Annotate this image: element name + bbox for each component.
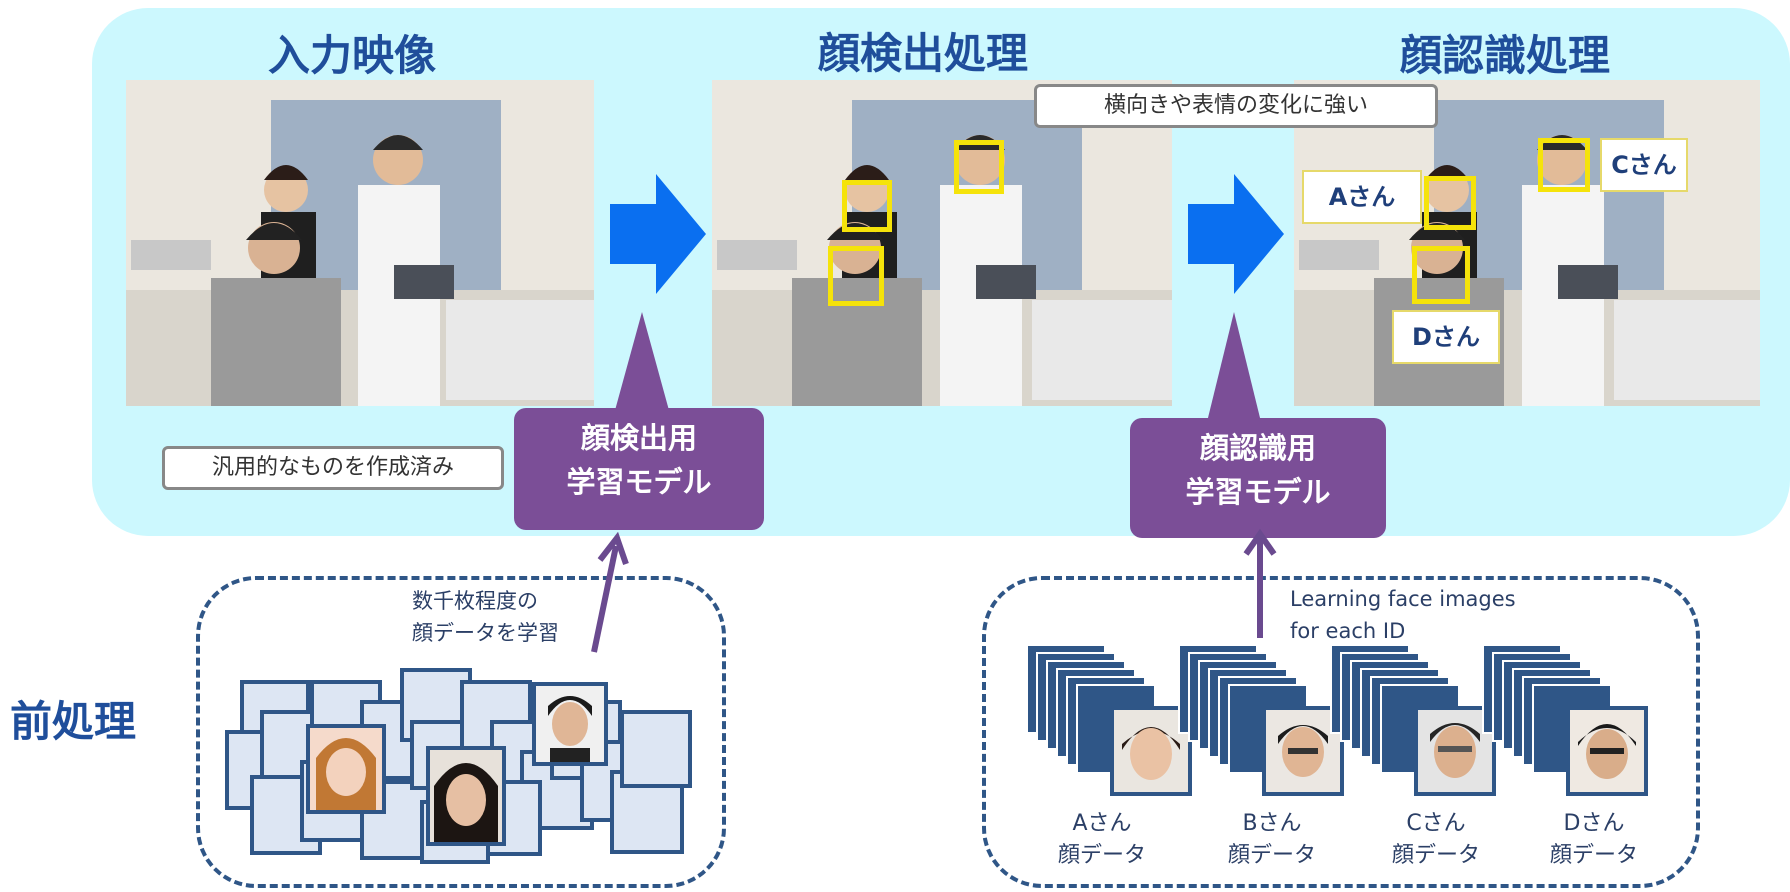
right-caption-line1: Learning face images [1290, 587, 1516, 611]
arrow-right-data-to-model [1243, 528, 1277, 638]
id-c-name: Cさん [1406, 811, 1466, 836]
right-caption-line2: for each ID [1290, 619, 1406, 643]
scene-input-image [126, 80, 594, 406]
collage-card [620, 710, 692, 788]
id-label-a: Aさん 顔データ [1052, 808, 1152, 872]
model-recog-line2: 学習モデル [1185, 475, 1331, 509]
id-b-name: Bさん [1242, 811, 1302, 836]
id-a-data: 顔データ [1057, 843, 1146, 868]
id-c-data: 顔データ [1391, 843, 1480, 868]
scene-recognition-image [1294, 80, 1760, 406]
id-b-data: 顔データ [1227, 843, 1316, 868]
left-caption-line1: 数千枚程度の [412, 589, 538, 613]
face-data-collage [220, 660, 700, 872]
model-face-recognition: 顔認識用 学習モデル [1130, 418, 1386, 538]
arrow-input-to-detect [610, 174, 706, 294]
title-face-recognition: 顔認識処理 [1400, 31, 1611, 80]
face-d-thumb [1566, 706, 1648, 796]
face-box-nurse-recog [1424, 176, 1476, 230]
model-recog-line1: 顔認識用 [1199, 431, 1316, 465]
arrow-detect-to-recog [1188, 174, 1284, 294]
face-box-doctor-detect [954, 140, 1004, 194]
name-tag-d: Dさん [1392, 310, 1500, 364]
preprocess-detect-box [196, 576, 726, 888]
model-detect-line2: 学習モデル [566, 465, 712, 499]
id-face-stacks [1026, 644, 1686, 804]
collage-face-smiling [426, 746, 506, 846]
arrow-left-data-to-model [591, 532, 629, 653]
left-caption-line2: 顔データを学習 [412, 621, 559, 645]
id-label-c: Cさん 顔データ [1386, 808, 1486, 872]
face-box-patient-detect [828, 246, 884, 306]
preprocess-recog-box [982, 576, 1700, 888]
face-a-thumb [1110, 706, 1192, 796]
model-face-detection: 顔検出用 学習モデル [514, 408, 764, 530]
collage-face-woman [306, 724, 386, 814]
id-d-name: Dさん [1563, 811, 1625, 836]
title-face-detection: 顔検出処理 [818, 29, 1029, 78]
title-preprocess: 前処理 [10, 697, 137, 746]
id-a-name: Aさん [1072, 811, 1132, 836]
model-detect-line1: 顔検出用 [580, 421, 697, 455]
pointer-recog-model [1206, 312, 1262, 426]
pointer-detect-model [614, 312, 670, 414]
face-box-patient-recog [1412, 246, 1470, 304]
face-c-thumb [1414, 706, 1496, 796]
id-label-d: Dさん 顔データ [1544, 808, 1644, 872]
collage-face-man [532, 682, 608, 766]
name-tag-c: Cさん [1600, 138, 1688, 192]
name-tag-a: Aさん [1302, 170, 1422, 224]
id-label-b: Bさん 顔データ [1222, 808, 1322, 872]
face-box-nurse-detect [842, 180, 892, 232]
face-box-doctor-recog [1538, 138, 1590, 192]
note-generic: 汎用的なものを作成済み [162, 446, 504, 490]
id-d-data: 顔データ [1549, 843, 1638, 868]
scene-detection-image [712, 80, 1172, 406]
note-robust: 横向きや表情の変化に強い [1034, 84, 1438, 128]
title-input-video: 入力映像 [268, 31, 437, 80]
